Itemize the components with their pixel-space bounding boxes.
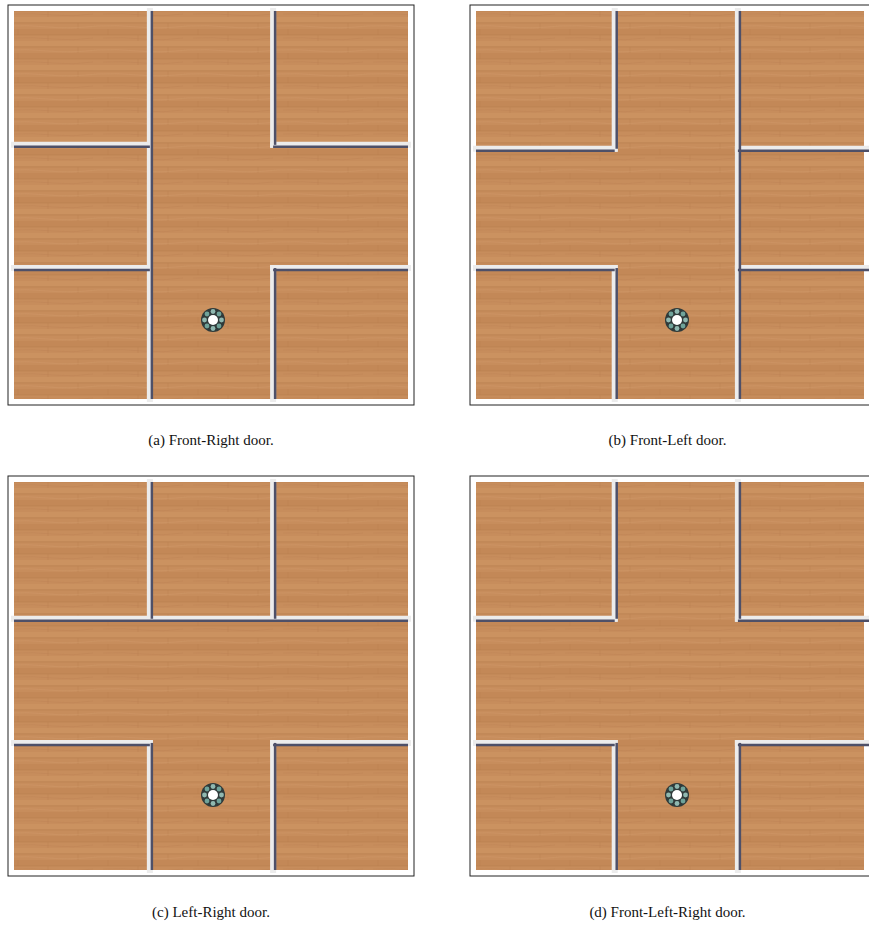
wood-floor <box>476 11 864 399</box>
wall <box>476 740 615 746</box>
wall <box>735 11 741 399</box>
wall <box>476 146 615 152</box>
wall-edge <box>274 11 277 145</box>
wall <box>612 743 618 870</box>
wall <box>612 11 618 149</box>
panel-frame <box>470 5 869 405</box>
wall-edge <box>615 11 618 149</box>
wood-floor <box>476 482 864 870</box>
robot <box>665 783 689 807</box>
panel-frame <box>8 5 414 405</box>
robot <box>665 308 689 332</box>
wall <box>147 743 153 870</box>
wall <box>270 268 276 399</box>
wall <box>147 482 153 619</box>
wall-edge <box>151 11 154 399</box>
wall-edge <box>476 620 615 623</box>
wall-edge <box>738 620 869 623</box>
wall-edge <box>274 268 277 399</box>
wall-edge <box>738 744 869 747</box>
wood-floor <box>14 482 408 870</box>
wall <box>738 616 869 622</box>
panel-frame <box>8 476 414 876</box>
wall-edge <box>615 743 618 870</box>
panel-frame <box>470 476 869 876</box>
wall <box>147 11 153 399</box>
wall <box>273 142 408 148</box>
panel-caption: (a) Front-Right door. <box>8 430 414 450</box>
wall <box>14 740 150 746</box>
wall-edge <box>738 269 869 272</box>
floor-plan <box>470 476 869 876</box>
wall <box>14 616 408 622</box>
wall-edge <box>476 149 615 152</box>
robot <box>201 783 225 807</box>
wall <box>476 265 615 271</box>
wall <box>270 482 276 619</box>
floor-plan <box>470 5 869 405</box>
wall <box>612 482 618 619</box>
wall-edge <box>14 269 150 272</box>
wall-edge <box>615 482 618 619</box>
wood-floor <box>14 11 408 399</box>
wall <box>612 268 618 399</box>
wall-edge <box>14 744 150 747</box>
wall-edge <box>274 743 277 870</box>
wall-edge <box>273 269 408 272</box>
wall-edge <box>151 743 154 870</box>
wall <box>273 265 408 271</box>
floor-plan <box>8 5 414 405</box>
wall <box>735 743 741 870</box>
wall-edge <box>738 149 869 152</box>
robot <box>201 308 225 332</box>
wall <box>738 265 869 271</box>
wall-edge <box>14 620 408 623</box>
wall-edge <box>615 268 618 399</box>
wall <box>735 482 741 619</box>
wall <box>14 265 150 271</box>
wall-edge <box>476 744 615 747</box>
wall <box>270 743 276 870</box>
wall <box>270 11 276 145</box>
wall-edge <box>151 482 154 619</box>
wall-edge <box>14 146 150 149</box>
wall <box>14 142 150 148</box>
wall <box>738 740 869 746</box>
wall-edge <box>273 744 408 747</box>
panel-caption: (b) Front-Left door. <box>470 430 865 450</box>
wall <box>273 740 408 746</box>
wall-edge <box>476 269 615 272</box>
wall-edge <box>273 146 408 149</box>
wall-edge <box>274 482 277 619</box>
wall-edge <box>739 482 742 619</box>
wall-edge <box>739 743 742 870</box>
wall <box>476 616 615 622</box>
panel-caption: (c) Left-Right door. <box>8 902 414 922</box>
floor-plan <box>8 476 414 876</box>
wall <box>738 146 869 152</box>
wall-edge <box>739 11 742 399</box>
panel-caption: (d) Front-Left-Right door. <box>470 902 865 922</box>
